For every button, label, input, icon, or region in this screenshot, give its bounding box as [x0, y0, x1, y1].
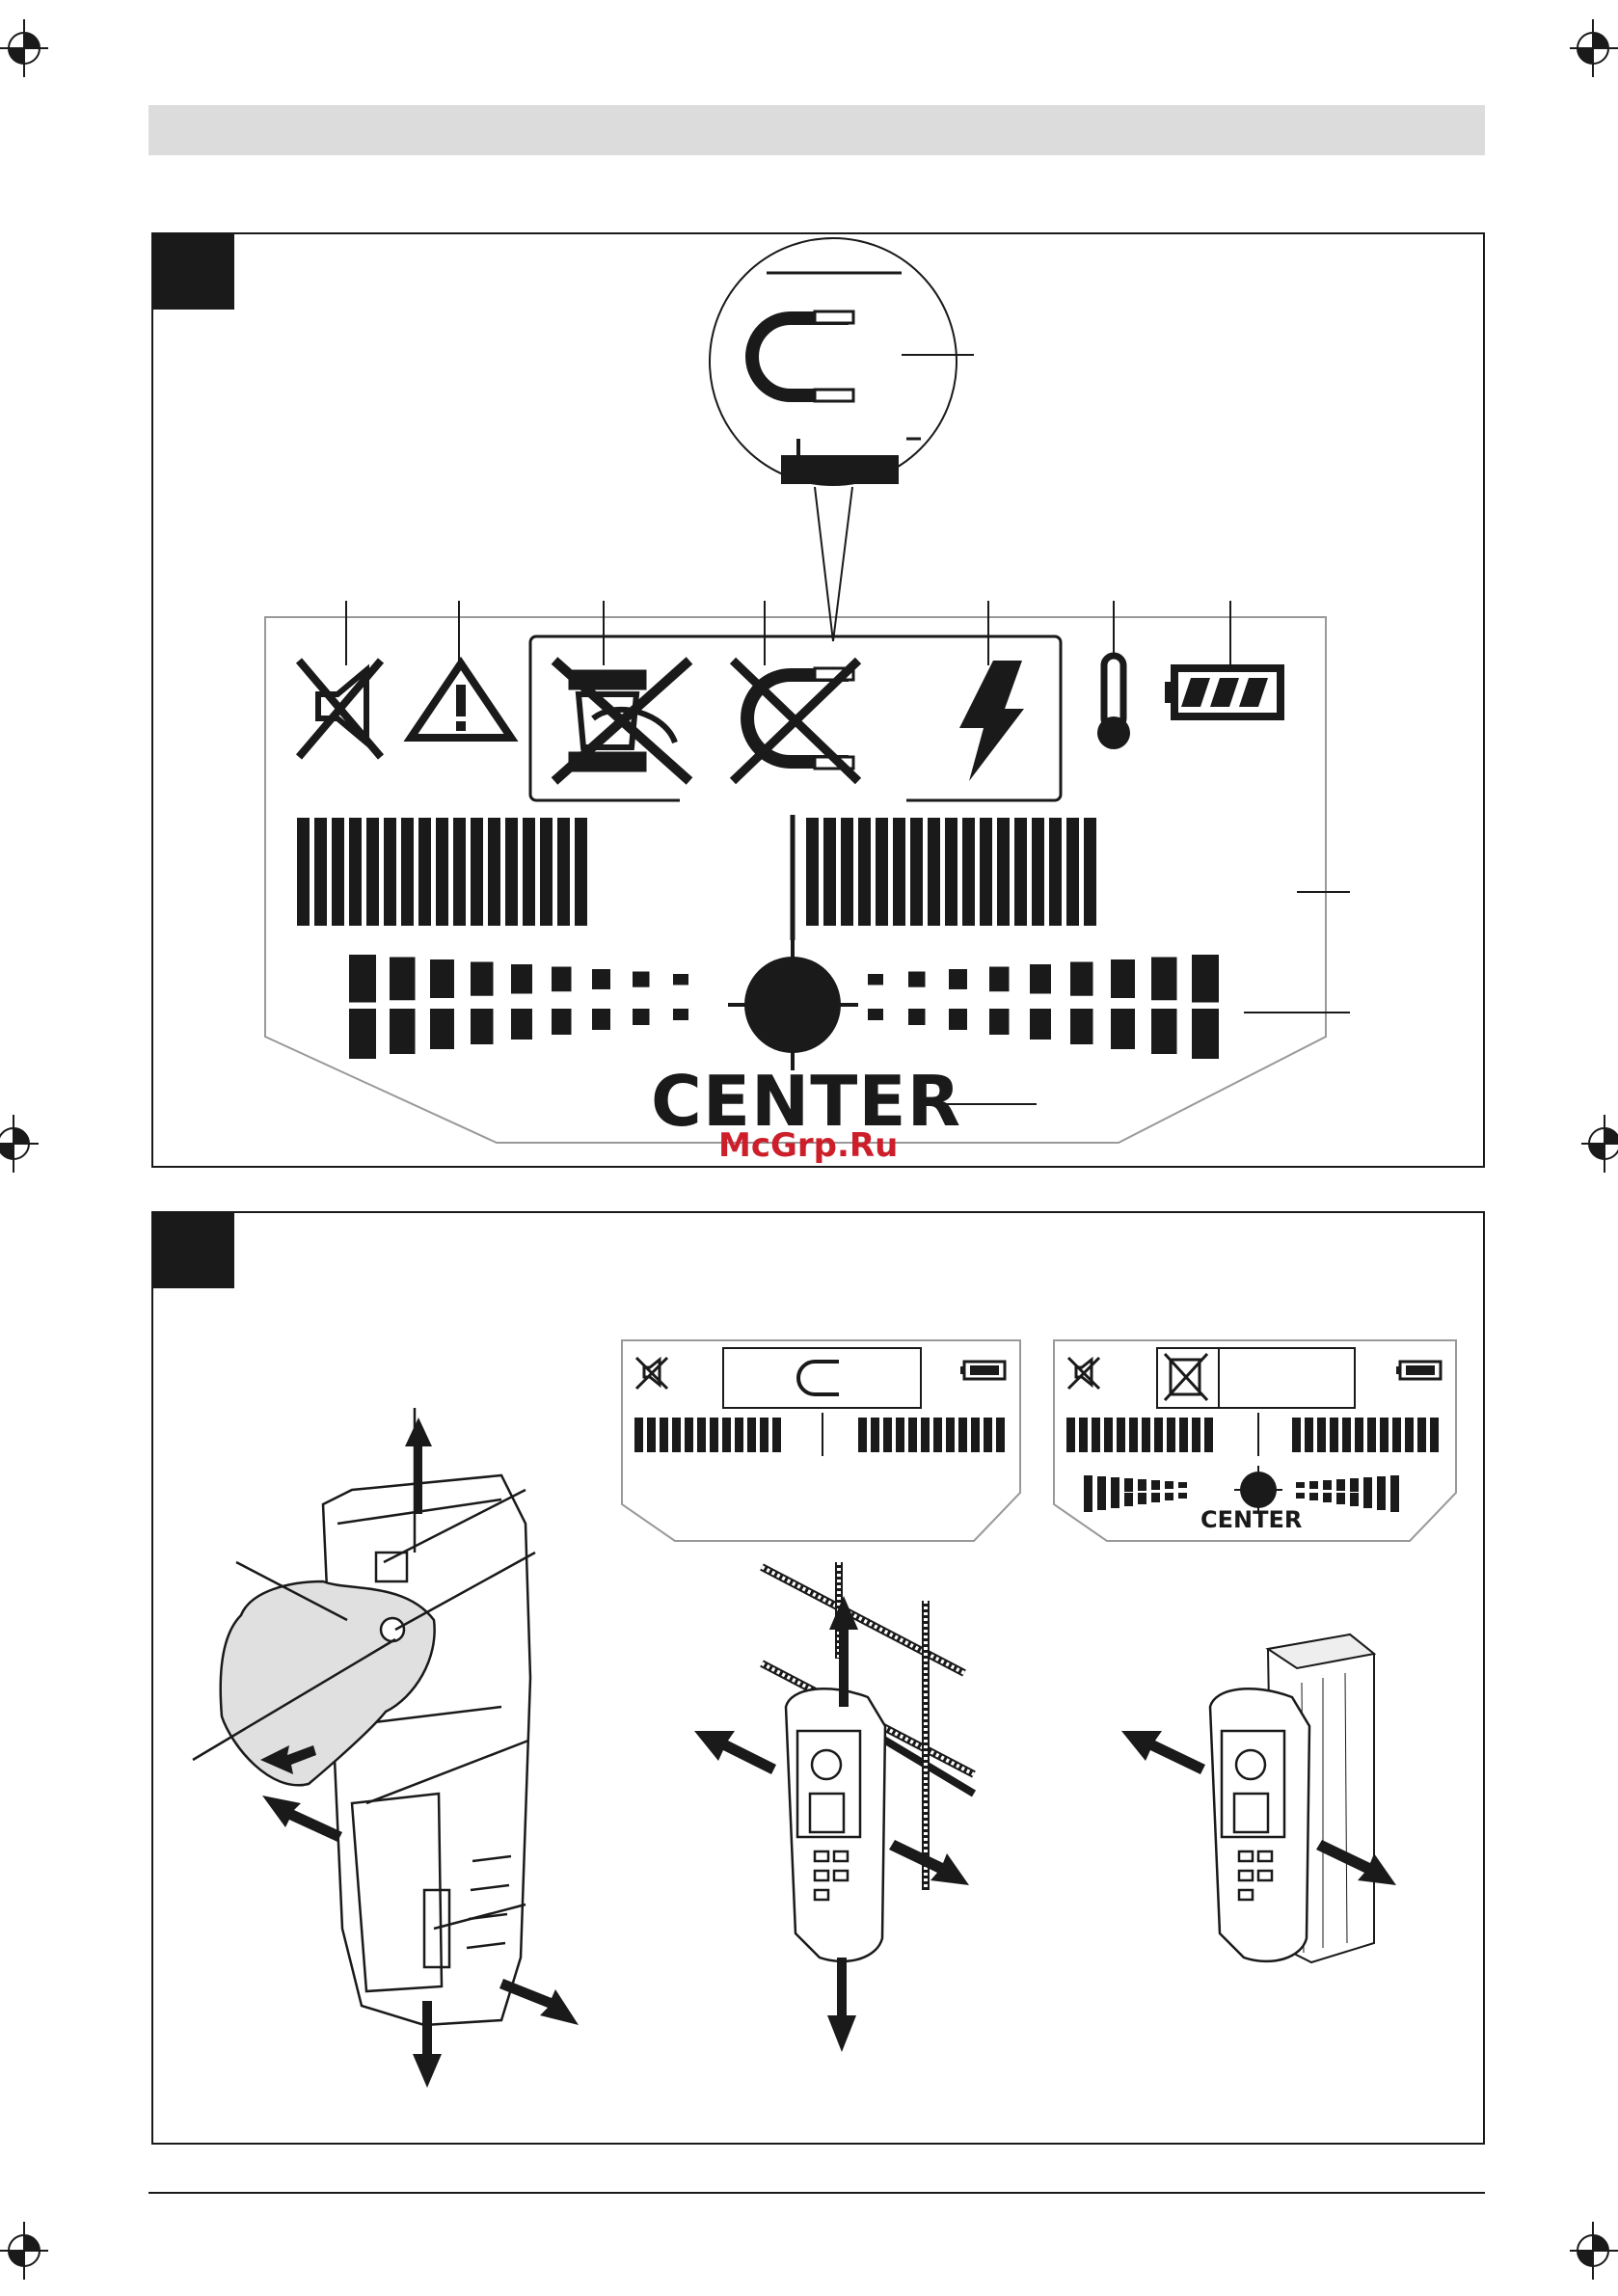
- mini-signal-bar: [1330, 1418, 1338, 1452]
- mini-graded-bar: [1111, 1477, 1119, 1493]
- mini-signal-bar: [908, 1418, 917, 1452]
- mini-signal-bar: [1079, 1418, 1088, 1452]
- mini-graded-bar: [1377, 1493, 1386, 1510]
- mini-graded-bar: [1296, 1482, 1305, 1488]
- mini-graded-bar: [1178, 1482, 1187, 1488]
- mini-center-label: CENTER: [1200, 1506, 1302, 1533]
- mini-signal-bar: [1367, 1418, 1376, 1452]
- mini-signal-bar: [1066, 1418, 1075, 1452]
- mini-graded-bar: [1296, 1493, 1305, 1499]
- mini-signal-bar: [1292, 1418, 1301, 1452]
- mini-graded-bar: [1097, 1493, 1106, 1510]
- mini-battery-icon-b: [1396, 1362, 1441, 1379]
- mini-signal-bar: [871, 1418, 879, 1452]
- mini-signal-bar: [1342, 1418, 1351, 1452]
- mini-graded-bar: [1084, 1475, 1092, 1495]
- mini-signal-bar: [883, 1418, 892, 1452]
- mini-graded-bar: [1138, 1493, 1146, 1504]
- mini-signal-bar: [996, 1418, 1005, 1452]
- mini-graded-bar: [1390, 1475, 1399, 1495]
- mini-graded-bar: [1350, 1478, 1359, 1492]
- detector-front-illustration-b: [1210, 1688, 1309, 1961]
- mini-signal-bar: [933, 1418, 942, 1452]
- mini-signal-bar: [760, 1418, 769, 1452]
- mini-graded-bar: [1097, 1476, 1106, 1494]
- mini-signal-bar: [747, 1418, 756, 1452]
- mini-graded-bar: [1151, 1480, 1160, 1490]
- mini-signal-bar: [1430, 1418, 1439, 1452]
- mini-signal-bar: [1104, 1418, 1113, 1452]
- mini-graded-bar: [1111, 1493, 1119, 1508]
- mini-graded-bar: [1323, 1493, 1332, 1502]
- mini-signal-bar: [1167, 1418, 1175, 1452]
- mini-signal-bar: [1129, 1418, 1138, 1452]
- mini-signal-bar: [1380, 1418, 1389, 1452]
- mini-signal-bar: [660, 1418, 668, 1452]
- mini-signal-bar: [858, 1418, 867, 1452]
- mini-signal-bar: [1305, 1418, 1313, 1452]
- mini-graded-bar: [1309, 1493, 1318, 1500]
- detector-front-illustration-a: [786, 1688, 885, 1961]
- mini-non-metal-icon: [1165, 1354, 1207, 1400]
- mini-signal-bar: [1204, 1418, 1213, 1452]
- footer-rule: [148, 2192, 1485, 2194]
- mini-bars-a: [634, 1418, 1005, 1452]
- mini-signal-bar: [971, 1418, 980, 1452]
- mini-graded-bar: [1165, 1493, 1173, 1500]
- mini-signal-bar: [672, 1418, 681, 1452]
- mini-signal-bar: [1154, 1418, 1163, 1452]
- mini-signal-bar: [1092, 1418, 1100, 1452]
- mini-graded-bar: [1377, 1476, 1386, 1494]
- mini-graded-bar: [1309, 1481, 1318, 1489]
- mini-signal-bar: [946, 1418, 955, 1452]
- mini-graded-bar: [1084, 1493, 1092, 1512]
- mini-graded-bar: [1138, 1479, 1146, 1491]
- mini-signal-bar: [710, 1418, 718, 1452]
- mini-signal-bar: [685, 1418, 693, 1452]
- mini-sound-off-icon-b: [1068, 1358, 1099, 1389]
- mini-signal-bar: [1392, 1418, 1401, 1452]
- mini-signal-bar: [772, 1418, 781, 1452]
- detector-back-illustration: [193, 1408, 535, 2025]
- mini-signal-bar: [735, 1418, 743, 1452]
- mini-signal-bar: [958, 1418, 967, 1452]
- mini-graded-bar: [1323, 1480, 1332, 1490]
- mini-signal-bar: [647, 1418, 656, 1452]
- mini-signal-bar: [1142, 1418, 1150, 1452]
- mini-graded-bar: [1124, 1493, 1133, 1506]
- mini-signal-bar: [896, 1418, 904, 1452]
- mini-graded-bar: [1363, 1477, 1372, 1493]
- mini-graded-bar: [1336, 1479, 1345, 1491]
- mini-graded-bar: [1165, 1481, 1173, 1489]
- mini-display-a: [622, 1340, 1020, 1541]
- mini-signal-bar: [697, 1418, 706, 1452]
- mini-signal-bar: [1192, 1418, 1200, 1452]
- mini-graded-bar: [1336, 1493, 1345, 1504]
- mini-signal-bar: [1405, 1418, 1414, 1452]
- mini-signal-bar: [1117, 1418, 1125, 1452]
- mini-signal-bar: [1417, 1418, 1426, 1452]
- mini-battery-icon: [960, 1362, 1005, 1379]
- mini-signal-bar: [1355, 1418, 1363, 1452]
- mini-signal-bar: [1317, 1418, 1326, 1452]
- mini-graded-bar: [1178, 1493, 1187, 1499]
- mini-signal-bar: [1179, 1418, 1188, 1452]
- mini-graded-bar: [1390, 1493, 1399, 1512]
- mini-sound-off-icon: [636, 1358, 667, 1389]
- mini-magnet-icon: [798, 1362, 839, 1394]
- mini-signal-bar: [634, 1418, 643, 1452]
- mini-signal-bar: [984, 1418, 992, 1452]
- mini-signal-bar: [921, 1418, 930, 1452]
- mini-graded-bar: [1350, 1493, 1359, 1506]
- mini-graded-bar: [1151, 1493, 1160, 1502]
- mini-graded-bar: [1124, 1478, 1133, 1492]
- mini-graded-bar: [1363, 1493, 1372, 1508]
- mini-signal-bar: [722, 1418, 731, 1452]
